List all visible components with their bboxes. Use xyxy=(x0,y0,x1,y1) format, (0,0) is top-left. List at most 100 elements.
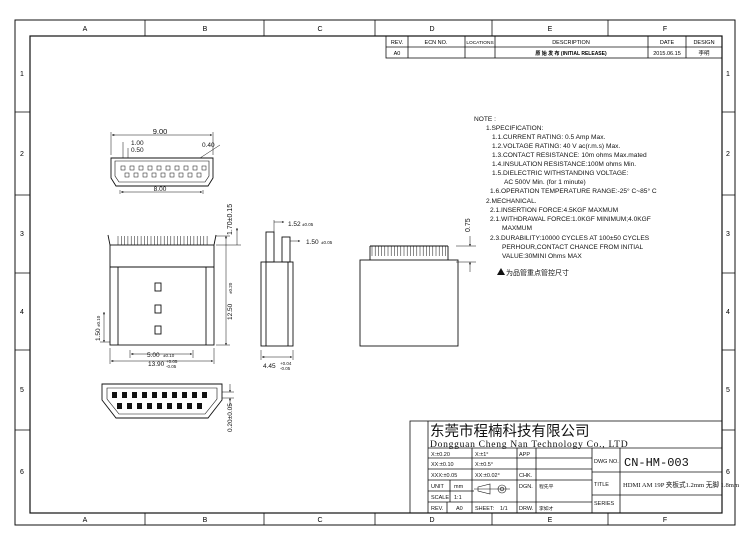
end-pin xyxy=(172,392,177,398)
projection-symbol-icon xyxy=(474,483,510,495)
rear-view-dimensions xyxy=(456,236,476,272)
company-name-cn: 东莞市程楠科技有限公司 xyxy=(430,423,590,440)
dim-body-height: 12.50 xyxy=(227,303,234,320)
top-pin xyxy=(124,172,130,178)
end-pin xyxy=(162,392,167,398)
zone-row-1-right: 1 xyxy=(726,71,730,78)
front-view-dimensions xyxy=(100,227,241,364)
dim-top-width: 9.00 xyxy=(153,127,168,136)
rear-view-teeth xyxy=(371,246,446,256)
tol-xx-angle: X:±0.5° xyxy=(475,462,493,468)
dim-w-1390-tol-up: +0.05 xyxy=(166,359,178,364)
top-pin xyxy=(165,165,171,171)
dim-total-height: 1.70±0.15 xyxy=(227,204,234,235)
zone-row-3: 3 xyxy=(20,231,24,238)
top-pin xyxy=(156,165,162,171)
front-view-teeth xyxy=(117,236,208,245)
drw-label: DRW. xyxy=(519,506,534,512)
note-line-3: 1.2.VOLTAGE RATING: 40 V ac(r.m.s) Max. xyxy=(492,143,620,150)
dim-side-2-tol: ±0.05 xyxy=(321,240,333,245)
dim-w-500: 5.00 xyxy=(147,352,160,359)
unit-value: mm xyxy=(454,484,464,490)
app-label: APP xyxy=(519,452,530,458)
top-view-dimensions xyxy=(110,132,221,194)
zone-row-6-right: 6 xyxy=(726,469,730,476)
series-label: SERIES xyxy=(594,501,615,507)
zone-row-5-right: 5 xyxy=(726,387,730,394)
zone-col-a: A xyxy=(83,26,88,33)
note-line-7: AC 500V Min. (for 1 minute) xyxy=(504,179,586,186)
drw-value: 李如才 xyxy=(539,505,554,512)
tol-x-linear: X:±0.20 xyxy=(431,452,450,458)
scale-value: 1:1 xyxy=(454,495,462,501)
key-dim-triangle-icon xyxy=(497,268,505,275)
company-name-en: Dongguan Cheng Nan Technology Co., LTD xyxy=(430,439,628,450)
note-line-1: 1.SPECIFICATION: xyxy=(486,125,544,132)
zone-col-c-bottom: C xyxy=(317,517,322,524)
tol-x-angle: X:±1° xyxy=(475,452,488,458)
top-view xyxy=(110,157,214,187)
title-value: HDMI AM 19P 夹板式1.2mm 无脚 1.8mm xyxy=(623,480,740,489)
note-line-5: 1.4.INSULATION RESISTANCE:100M ohms Min. xyxy=(492,161,636,168)
note-line-12: MAXMUM xyxy=(502,225,532,232)
note-line-14: PERHOUR,CONTACT CHANCE FROM INITIAL xyxy=(502,244,643,251)
tol-xx-linear: XX:±0.10 xyxy=(431,462,454,468)
dim-w-445-tol-dn: -0.05 xyxy=(280,366,291,371)
description-value: 原 始 发 布 (INITIAL RELEASE) xyxy=(535,50,607,57)
sheet-label: SHEET: xyxy=(475,506,495,512)
top-pin xyxy=(192,165,198,171)
chk-label: CHK. xyxy=(519,473,533,479)
note-line-4: 1.3.CONTACT RESISTANCE: 10m ohms Max.mat… xyxy=(492,152,647,159)
top-pin xyxy=(183,165,189,171)
end-pin xyxy=(132,392,137,398)
zone-row-1: 1 xyxy=(20,71,24,78)
dim-pin-pitch: 1.00 xyxy=(131,140,144,147)
end-pin xyxy=(152,392,157,398)
dgn-label: DGN. xyxy=(519,484,533,490)
description-header: DESCRIPTION xyxy=(552,40,590,46)
side-view xyxy=(260,231,294,347)
note-line-9: 2.MECHANICAL. xyxy=(486,198,537,205)
top-pin xyxy=(120,165,126,171)
rear-view xyxy=(359,245,459,347)
zone-row-5: 5 xyxy=(20,387,24,394)
top-pin xyxy=(201,165,207,171)
top-view-pins xyxy=(120,165,207,178)
top-pin xyxy=(196,172,202,178)
scale-label: SCALE xyxy=(431,495,449,501)
top-pin xyxy=(187,172,193,178)
end-pin xyxy=(192,392,197,398)
zone-row-2: 2 xyxy=(20,151,24,158)
front-view xyxy=(107,234,217,346)
dgn-value: 程先平 xyxy=(539,483,554,490)
date-value: 2015.06.15 xyxy=(653,51,681,57)
rev-value: A0 xyxy=(394,51,401,57)
rev-value-tb: A0 xyxy=(456,506,463,512)
dim-left-15: 1.50 xyxy=(95,328,102,341)
note-line-11: 2.1.WITHDRAWAL FORCE:1.0KGF MINIMUM;4.0K… xyxy=(490,216,651,223)
end-pin xyxy=(112,392,117,398)
top-pin xyxy=(178,172,184,178)
side-view-dimensions xyxy=(260,220,301,360)
ecn-header: ECN NO. xyxy=(425,40,448,46)
tol-xxx-linear: XXX:±0.05 xyxy=(431,473,457,479)
dim-pin-width: 0.50 xyxy=(131,147,144,154)
note-line-13: 2.3.DURABILITY:10000 CYCLES AT 100±50 CY… xyxy=(490,235,650,242)
rev-header: REV. xyxy=(391,40,404,46)
zone-row-4: 4 xyxy=(20,309,24,316)
rev-label: REV. xyxy=(431,506,444,512)
zone-col-e: E xyxy=(548,26,553,33)
design-header: DESIGN xyxy=(693,40,714,46)
dim-w-500-tol: ±0.10 xyxy=(163,353,175,358)
zone-row-2-right: 2 xyxy=(726,151,730,158)
dim-right-075: 0.75 xyxy=(465,218,472,232)
dim-edge: 0.40 xyxy=(202,142,215,149)
notes-block: NOTE : 1.SPECIFICATION: 1.1.CURRENT RATI… xyxy=(474,116,657,260)
zone-col-d: D xyxy=(429,26,434,33)
locations-header: LOCATIONS xyxy=(466,40,493,46)
note-line-8: 1.6.OPERATION TEMPERATURE RANGE:-25° C~8… xyxy=(490,187,657,195)
zone-col-a-bottom: A xyxy=(83,517,88,524)
zone-col-b: B xyxy=(203,26,208,33)
zone-column-labels: A B C D E F A B C D E F xyxy=(83,20,667,525)
